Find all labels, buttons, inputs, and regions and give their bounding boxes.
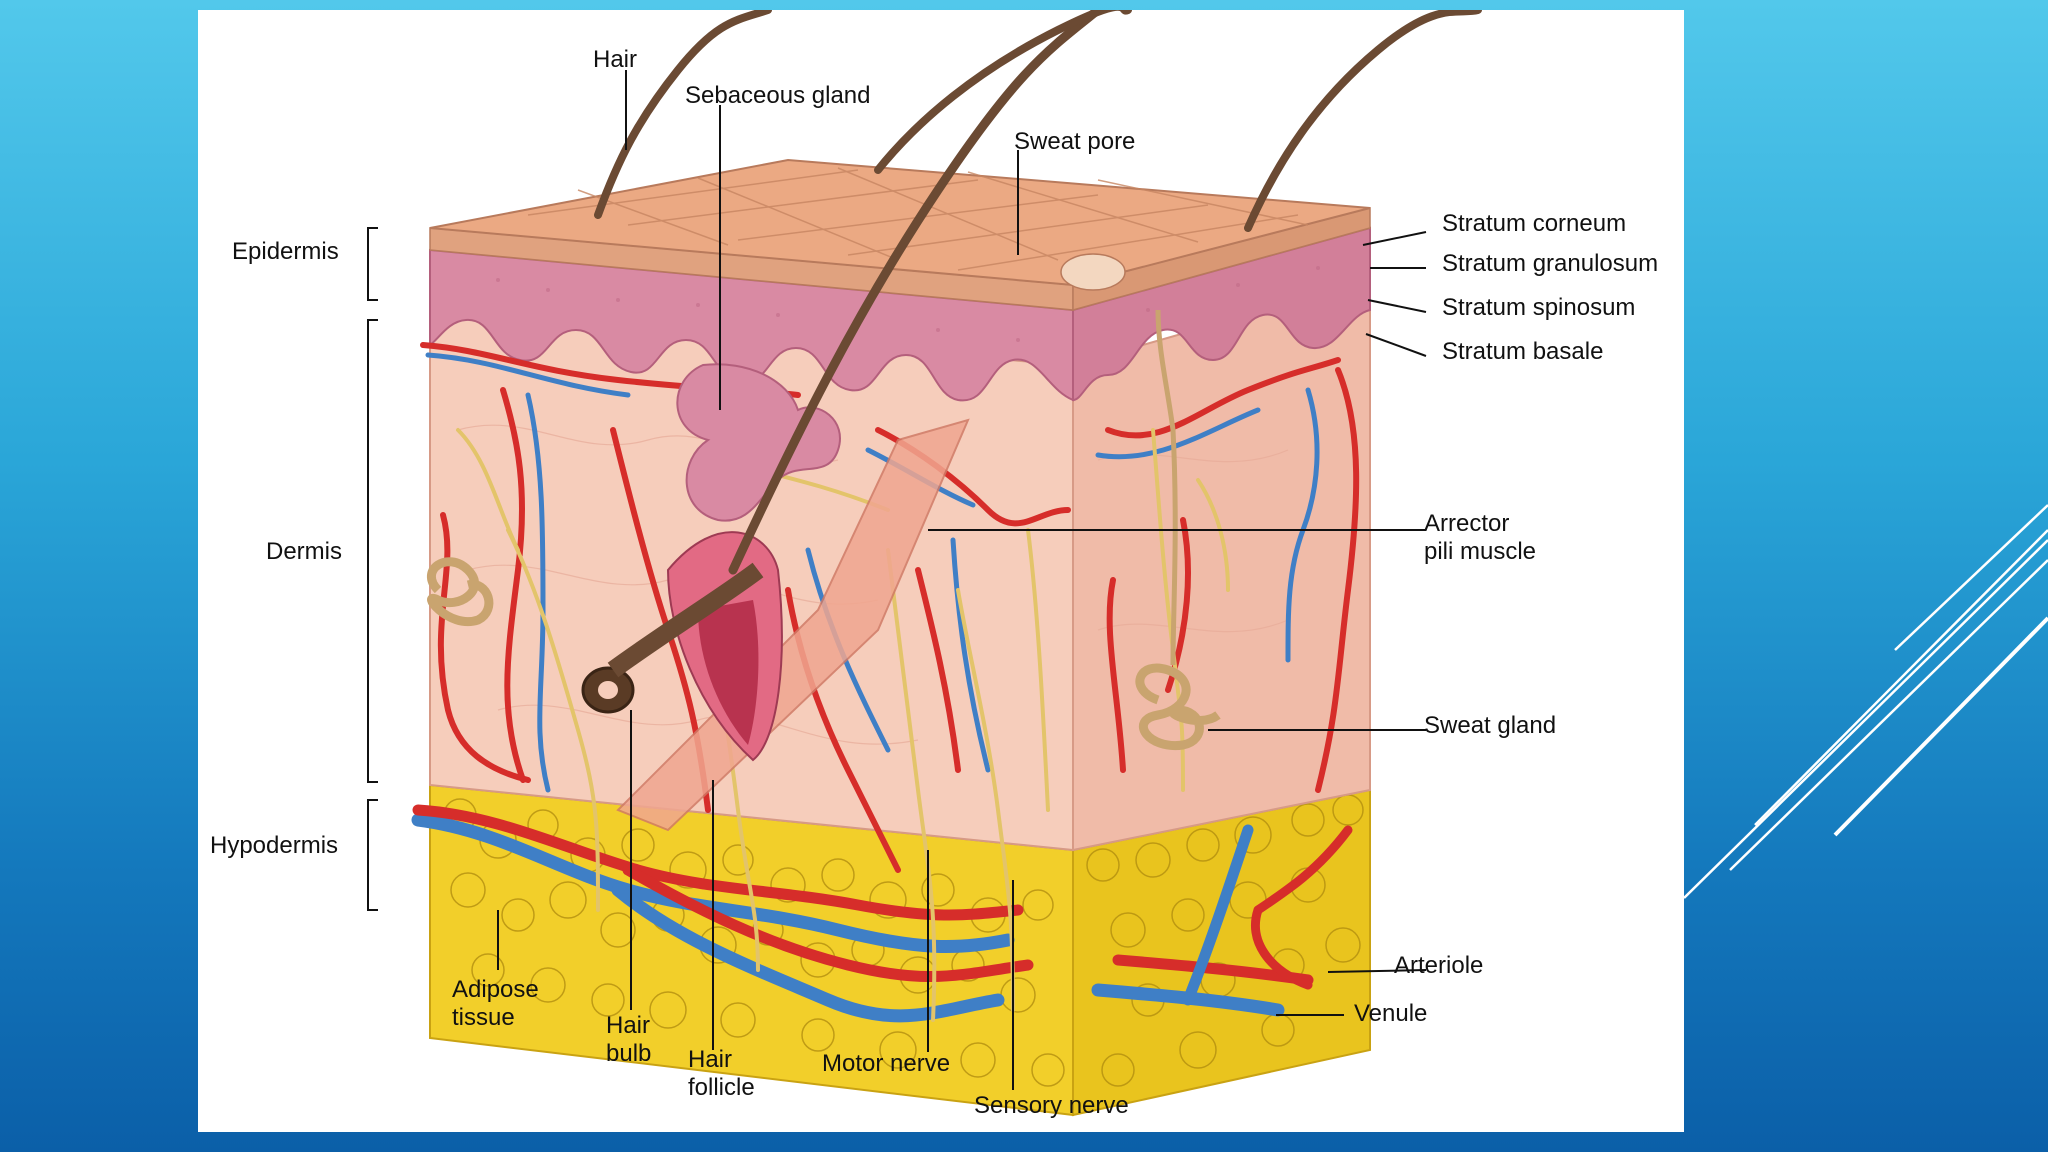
layer-brackets	[367, 227, 378, 911]
sweat-pore-opening	[1060, 253, 1126, 291]
leader-lines	[497, 70, 1427, 1090]
label-hair-bulb: Hair bulb	[606, 1012, 652, 1067]
label-hypodermis: Hypodermis	[210, 832, 339, 859]
label-epidermis: Epidermis	[232, 238, 339, 265]
label-stratum-spinosum: Stratum spinosum	[1442, 294, 1636, 321]
adipose-tissue-layer	[429, 783, 1371, 1117]
label-sebaceous-gland: Sebaceous gland	[685, 82, 871, 109]
epidermis-layer	[429, 207, 1371, 402]
label-motor-nerve: Motor nerve	[822, 1050, 951, 1077]
label-hair: Hair	[593, 46, 638, 73]
hair-papilla	[698, 600, 759, 745]
hairs	[594, 10, 1482, 575]
skin-cross-section-illustration	[367, 10, 1482, 1117]
label-sweat-gland: Sweat gland	[1424, 712, 1557, 739]
label-hair-follicle: Hair follicle	[688, 1046, 755, 1101]
label-stratum-basale: Stratum basale	[1442, 338, 1604, 365]
label-adipose-tissue: Adipose tissue	[452, 976, 539, 1031]
hair-root	[607, 562, 764, 678]
label-arteriole: Arteriole	[1394, 952, 1484, 979]
label-dermis: Dermis	[266, 538, 342, 565]
label-venule: Venule	[1354, 1000, 1428, 1027]
label-sensory-nerve: Sensory nerve	[974, 1092, 1129, 1119]
sweat-gland-coils	[427, 309, 1221, 751]
hair-bulb-center	[598, 681, 618, 699]
label-sweat-pore: Sweat pore	[1014, 128, 1136, 155]
skin-diagram-panel: Hair Sebaceous gland Sweat pore Epidermi…	[198, 10, 1684, 1132]
label-stratum-corneum: Stratum corneum	[1442, 210, 1627, 237]
arrector-pili-muscle	[616, 418, 970, 832]
label-arrector-pili-muscle: Arrector pili muscle	[1424, 510, 1537, 565]
label-stratum-granulosum: Stratum granulosum	[1442, 250, 1659, 277]
